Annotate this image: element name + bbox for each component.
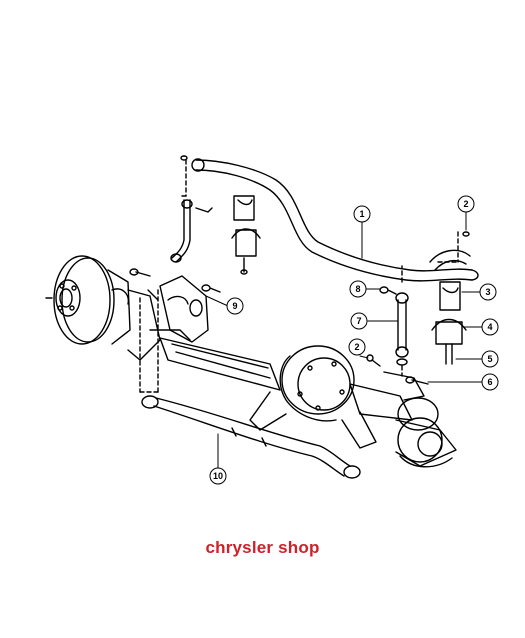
callout-label-3: 3 — [485, 287, 490, 297]
left-hub-rotor — [45, 255, 131, 345]
right-bar-bushing — [431, 231, 470, 365]
callout-label-8: 8 — [355, 284, 360, 294]
fasteners — [129, 268, 429, 385]
callout-1: 1 — [353, 205, 371, 223]
watermark-text: chrysler shop — [205, 538, 320, 557]
callout-label-4: 4 — [487, 322, 492, 332]
callout-9: 9 — [226, 297, 244, 315]
leader-lines — [205, 211, 483, 469]
right-sway-link — [379, 265, 409, 377]
callout-label-1: 1 — [359, 209, 364, 219]
callout-label-7: 7 — [356, 316, 361, 326]
right-knuckle — [349, 371, 457, 468]
stabilizer-bar — [191, 158, 479, 282]
callout-label-6: 6 — [487, 377, 492, 387]
callout-6: 6 — [481, 373, 499, 391]
callout-5: 5 — [481, 350, 499, 368]
left-knuckle — [127, 289, 191, 361]
callout-7: 7 — [350, 312, 368, 330]
callout-label-2a: 2 — [463, 199, 468, 209]
callout-label-9: 9 — [232, 301, 237, 311]
left-sway-link — [170, 155, 213, 263]
left-frame-bracket — [139, 275, 209, 393]
callout-3: 3 — [479, 283, 497, 301]
callout-label-2b: 2 — [354, 342, 359, 352]
callout-4: 4 — [481, 318, 499, 336]
track-bar — [141, 395, 361, 479]
callout-8: 8 — [349, 280, 367, 298]
differential-housing — [249, 345, 377, 449]
callout-2b: 2 — [348, 338, 366, 356]
callout-10: 10 — [209, 467, 227, 485]
callout-2a: 2 — [457, 195, 475, 213]
axle-tube — [159, 337, 281, 391]
callout-label-10: 10 — [213, 471, 223, 481]
callout-label-5: 5 — [487, 354, 492, 364]
left-bar-bushing — [231, 195, 261, 275]
